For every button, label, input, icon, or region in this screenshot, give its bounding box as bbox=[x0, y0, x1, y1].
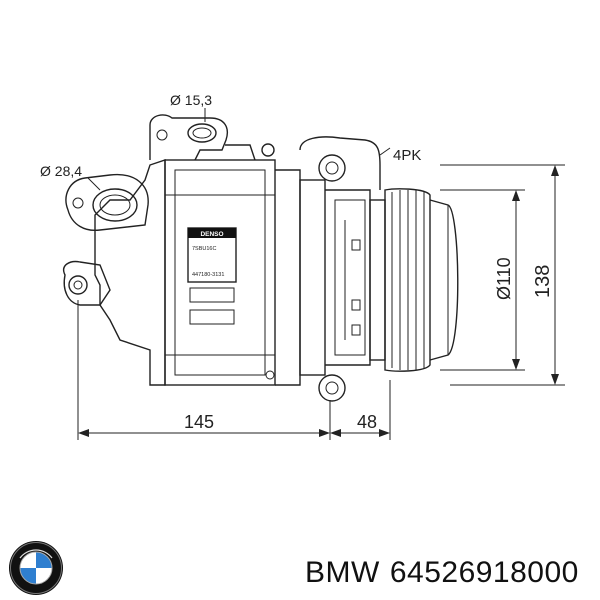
mount-bosses bbox=[265, 154, 346, 402]
label-plate: DENSO 7SBU16C 447180-3131 bbox=[187, 227, 237, 325]
suction-port bbox=[149, 114, 275, 161]
label-belt: 4PK bbox=[393, 147, 421, 164]
label-length-clutch: 48 bbox=[357, 412, 377, 432]
label-d-small: Ø 15,3 bbox=[170, 92, 212, 108]
clutch-wire bbox=[299, 136, 381, 190]
discharge-port bbox=[65, 173, 149, 232]
caption-brand: BMW bbox=[305, 556, 380, 589]
part-caption: BMW 64526918000 bbox=[305, 556, 589, 590]
dimension-lines bbox=[77, 108, 565, 440]
plate-line1: 7SBU16C bbox=[192, 246, 216, 252]
label-length-body: 145 bbox=[184, 412, 214, 432]
plate-line2: 447180-3131 bbox=[192, 272, 224, 278]
label-d-large: Ø 28,4 bbox=[40, 163, 82, 179]
plate-brand: DENSO bbox=[200, 231, 223, 238]
clutch-pulley bbox=[369, 188, 459, 372]
bmw-roundel-icon bbox=[9, 541, 63, 595]
mount-ear-left bbox=[63, 260, 111, 306]
label-height: 138 bbox=[532, 265, 554, 298]
label-pulley-diameter: Ø110 bbox=[494, 257, 514, 300]
caption-part-number: 64526918000 bbox=[389, 556, 579, 589]
